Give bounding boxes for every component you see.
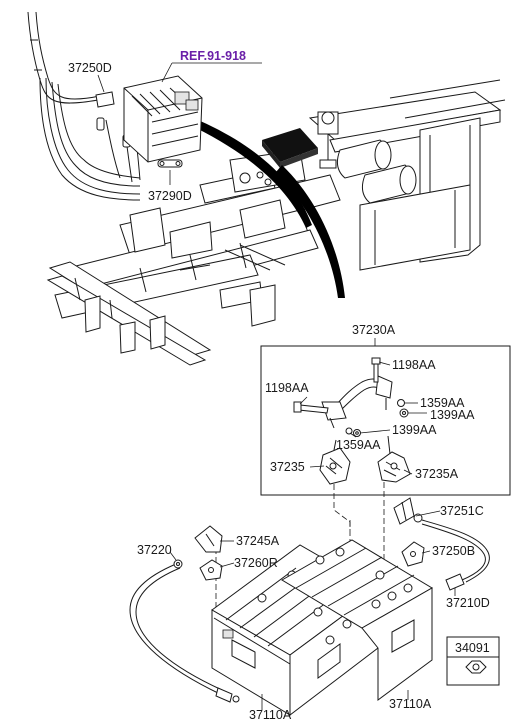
fuse-box <box>123 75 203 163</box>
label-37245A: 37245A <box>236 534 280 548</box>
bolt-1198AA-top <box>371 357 381 383</box>
label-34091: 34091 <box>455 641 490 655</box>
wiring-harness-37250D <box>27 11 141 201</box>
chassis-frame <box>46 79 506 366</box>
terminal-37235A <box>377 435 411 483</box>
fuse-link <box>157 159 183 168</box>
label-37230A: 37230A <box>352 323 396 337</box>
label-37260R: 37260R <box>234 556 278 570</box>
label-1359AA-mid: 1359AA <box>336 438 381 452</box>
label-1399AA-mid: 1399AA <box>392 423 437 437</box>
label-37250D: 37250D <box>68 61 112 75</box>
label-1198AA-left: 1198AA <box>265 381 309 395</box>
label-37210D: 37210D <box>446 596 490 610</box>
ref-link-91-918[interactable]: REF.91-918 <box>180 49 246 63</box>
battery-37110A-right <box>281 539 433 701</box>
terminal-cover-37245A <box>194 525 223 553</box>
label-1359AA-right: 1359AA <box>420 396 465 410</box>
terminal-37260R <box>199 559 223 581</box>
label-37110A-right: 37110A <box>389 697 432 711</box>
terminal-37250B <box>401 541 425 567</box>
label-37235A: 37235A <box>415 467 459 481</box>
ground-cable-37220 <box>129 559 240 703</box>
label-37250B: 37250B <box>432 544 475 558</box>
label-37290D: 37290D <box>148 189 192 203</box>
label-37235: 37235 <box>270 460 305 474</box>
relay-block <box>262 128 318 168</box>
bolt-1198AA-left <box>293 401 329 414</box>
label-1399AA-right: 1399AA <box>430 408 475 422</box>
label-37251C: 37251C <box>440 504 484 518</box>
battery-cable <box>321 375 393 429</box>
terminal-cover-37251C <box>393 497 415 525</box>
label-1198AA-top: 1198AA <box>392 358 436 372</box>
washers <box>345 399 409 437</box>
label-37110A-left: 37110A <box>249 708 292 722</box>
location-arrows <box>196 120 345 298</box>
terminal-37235 <box>319 439 351 485</box>
cable-37210D <box>413 513 490 591</box>
air-tanks <box>336 139 417 204</box>
nut-box-34091 <box>446 636 500 686</box>
label-37220: 37220 <box>137 543 172 557</box>
valve-assembly <box>317 111 339 169</box>
kit-box-37230A <box>260 345 511 496</box>
